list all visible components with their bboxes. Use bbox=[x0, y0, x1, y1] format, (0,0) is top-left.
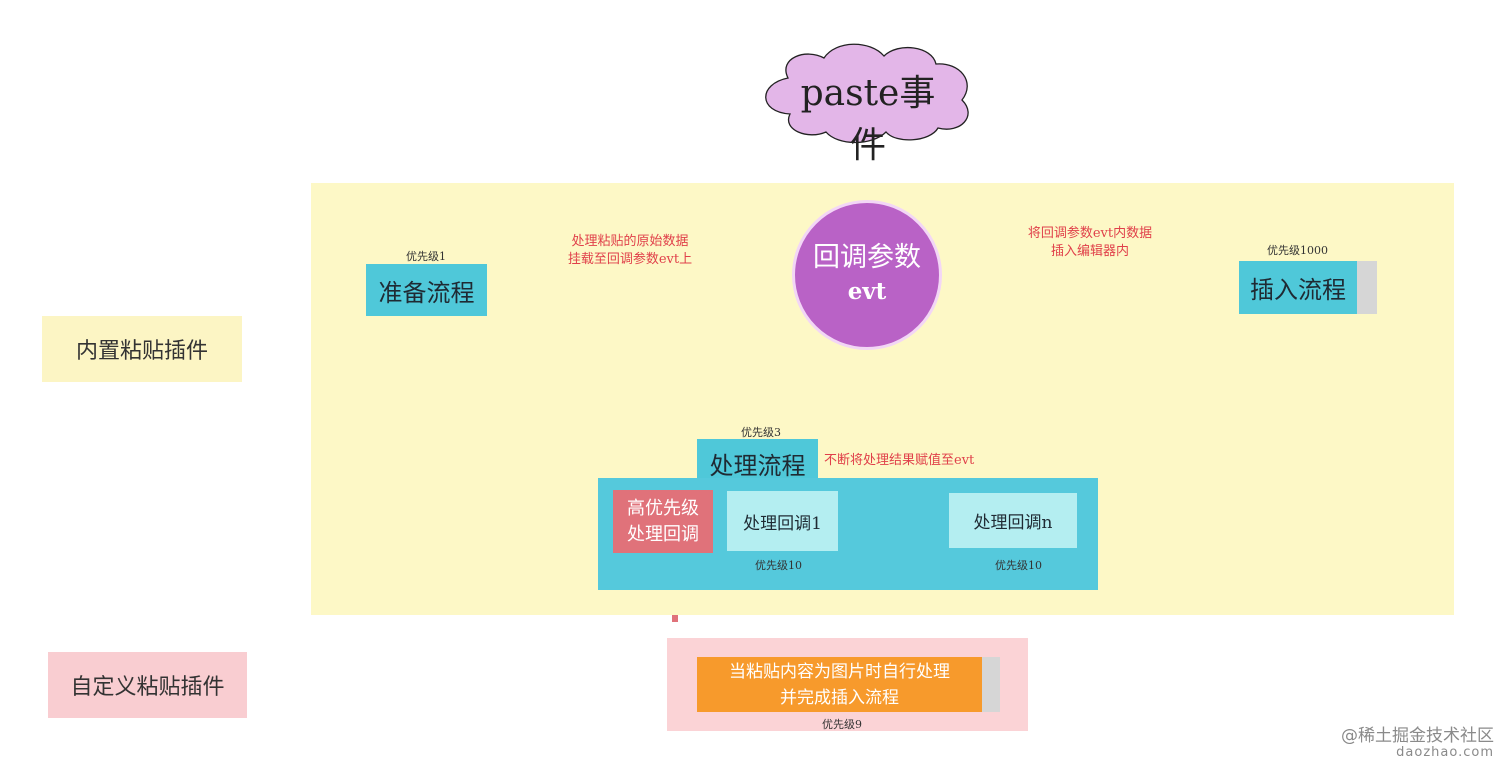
insert-arrow-note: 将回调参数evt内数据 插入编辑器内 bbox=[1000, 225, 1180, 261]
process-note: 不断将处理结果赋值至evt bbox=[824, 453, 975, 468]
prepare-arrow-note-line2: 挂载至回调参数evt上 bbox=[567, 252, 693, 267]
callback-1-box: 处理回调1 bbox=[727, 491, 838, 551]
process-priority: 优先级3 bbox=[741, 426, 781, 439]
insert-arrow-note-line2: 插入编辑器内 bbox=[1050, 244, 1129, 259]
title-cloud-shape bbox=[765, 43, 969, 144]
callback-param-label: 回调参数 bbox=[813, 242, 921, 273]
high-priority-line2: 处理回调 bbox=[627, 523, 699, 545]
prepare-flow-box: 准备流程 bbox=[366, 264, 487, 316]
insert-priority: 优先级1000 bbox=[1267, 244, 1328, 257]
custom-handler-line2: 并完成插入流程 bbox=[780, 687, 899, 708]
prepare-arrow-note: 处理粘贴的原始数据 挂载至回调参数evt上 bbox=[540, 233, 720, 269]
watermark-community: @稀土掘金技术社区 bbox=[1341, 726, 1494, 746]
callback-n-priority: 优先级10 bbox=[995, 559, 1042, 572]
evt-label: evt bbox=[847, 278, 887, 305]
custom-image-handler-box: 当粘贴内容为图片时自行处理 并完成插入流程 bbox=[697, 657, 982, 712]
custom-handler-line1: 当粘贴内容为图片时自行处理 bbox=[729, 661, 950, 682]
insert-flow-box: 插入流程 bbox=[1239, 261, 1377, 314]
watermark-domain: daozhao.com bbox=[1396, 745, 1494, 760]
diagram-title: paste事件 bbox=[800, 73, 936, 166]
prepare-priority: 优先级1 bbox=[406, 250, 446, 263]
insert-flow-label: 插入流程 bbox=[1239, 261, 1357, 314]
callback-1-priority: 优先级10 bbox=[755, 559, 802, 572]
builtin-plugin-label: 内置粘贴插件 bbox=[42, 316, 242, 382]
high-priority-line1: 高优先级 bbox=[627, 497, 699, 519]
high-priority-callback-box: 高优先级 处理回调 bbox=[613, 490, 713, 553]
insert-arrow-note-line1: 将回调参数evt内数据 bbox=[1027, 226, 1153, 241]
callback-param-evt-node: 回调参数 evt bbox=[792, 200, 942, 350]
custom-handler-priority: 优先级9 bbox=[822, 718, 862, 731]
custom-plugin-label: 自定义粘贴插件 bbox=[48, 652, 247, 718]
callback-n-box: 处理回调n bbox=[949, 493, 1077, 548]
prepare-arrow-note-line1: 处理粘贴的原始数据 bbox=[571, 234, 689, 249]
